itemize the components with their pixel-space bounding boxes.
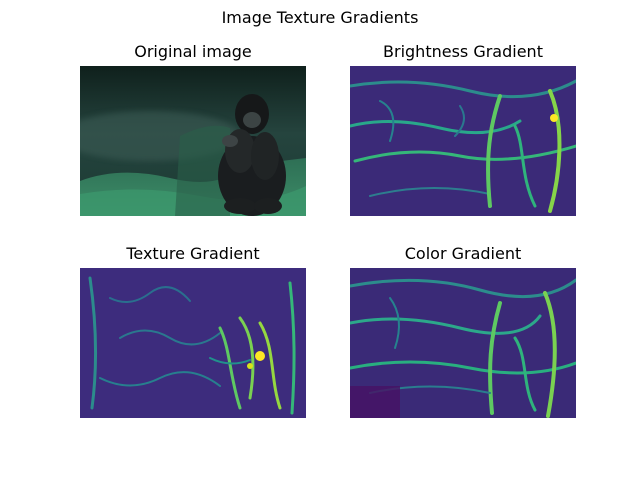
gorilla-figure (218, 94, 286, 216)
original-image-panel (80, 66, 306, 216)
panel-title-brightness: Brightness Gradient (383, 42, 543, 61)
brightness-gradient-panel (350, 66, 576, 216)
figure-title: Image Texture Gradients (221, 8, 419, 27)
color-gradient-map (350, 268, 576, 418)
panel-title-color: Color Gradient (404, 244, 522, 263)
texture-gradient-panel (80, 268, 306, 418)
panel-title-original: Original image (134, 42, 252, 61)
gorilla-photo (80, 66, 306, 216)
brightness-gradient-map (350, 66, 576, 216)
texture-gradient-map (80, 268, 306, 418)
panel-title-texture: Texture Gradient (126, 244, 260, 263)
color-gradient-panel (350, 268, 576, 418)
